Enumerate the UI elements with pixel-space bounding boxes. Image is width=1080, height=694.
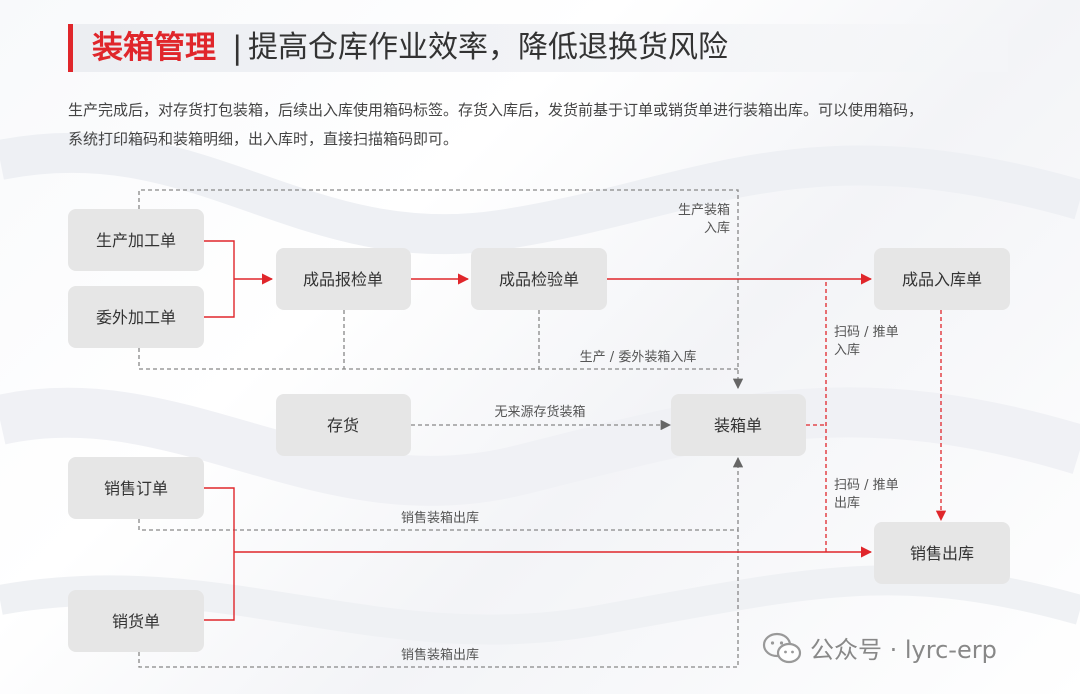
node-qc-request: 成品报检单: [276, 248, 411, 310]
svg-text:销货单: 销货单: [112, 612, 160, 631]
svg-text:成品报检单: 成品报检单: [303, 270, 383, 289]
title-accent-bar: [68, 24, 73, 72]
label-prod-pack-in-line1: 生产装箱: [678, 202, 730, 218]
label-sales-pack-out-upper: 销售装箱出库: [401, 510, 479, 526]
node-sales-outbound: 销售出库: [874, 522, 1010, 584]
description-line-1: 生产完成后，对存货打包装箱，后续出入库使用箱码标签。存货入库后，发货前基于订单或…: [68, 101, 924, 119]
svg-text:委外加工单: 委外加工单: [96, 308, 176, 327]
description: 生产完成后，对存货打包装箱，后续出入库使用箱码标签。存货入库后，发货前基于订单或…: [68, 96, 1018, 154]
red-dashed-flows: [806, 279, 947, 552]
label-scan-in-line2: 入库: [834, 342, 860, 358]
node-outsourcing-order: 委外加工单: [68, 286, 204, 348]
title-separator: |: [232, 30, 243, 66]
node-fg-inbound: 成品入库单: [874, 248, 1010, 310]
page-title: 装箱管理: [92, 30, 216, 66]
label-sales-pack-out-lower: 销售装箱出库: [401, 647, 479, 663]
red-solid-flows: [204, 240, 873, 621]
node-qc-inspection: 成品检验单: [471, 248, 607, 310]
node-packing-list: 装箱单: [671, 394, 806, 456]
label-no-source-pack: 无来源存货装箱: [494, 404, 585, 420]
label-scan-out-line2: 出库: [834, 495, 860, 511]
watermark-text: 公众号 · lyrc-erp: [810, 636, 997, 664]
node-sales-order: 销售订单: [68, 457, 204, 519]
label-scan-in-line1: 扫码 / 推单: [834, 325, 899, 340]
wechat-icon: [762, 632, 802, 663]
svg-text:销售订单: 销售订单: [104, 479, 168, 498]
description-line-2: 系统打印箱码和装箱明细，出入库时，直接扫描箱码即可。: [68, 130, 459, 148]
page-subtitle: 提高仓库作业效率，降低退换货风险: [248, 30, 728, 65]
svg-text:生产加工单: 生产加工单: [96, 231, 176, 250]
watermark: 公众号 · lyrc-erp: [762, 630, 997, 665]
svg-text:装箱单: 装箱单: [714, 416, 762, 435]
node-inventory: 存货: [276, 394, 411, 456]
node-sales-invoice: 销货单: [68, 590, 204, 652]
label-prod-pack-in-line2: 入库: [704, 220, 730, 236]
svg-text:成品入库单: 成品入库单: [902, 270, 982, 289]
label-scan-out-line1: 扫码 / 推单: [834, 478, 899, 493]
label-prod-outsource-pack-in: 生产 / 委外装箱入库: [580, 349, 697, 365]
title-bar: [68, 24, 1008, 72]
svg-text:成品检验单: 成品检验单: [499, 270, 579, 289]
svg-text:销售出库: 销售出库: [910, 544, 974, 563]
gray-dashed-flows: [138, 189, 744, 668]
node-production-order: 生产加工单: [68, 209, 204, 271]
svg-text:存货: 存货: [327, 416, 359, 435]
